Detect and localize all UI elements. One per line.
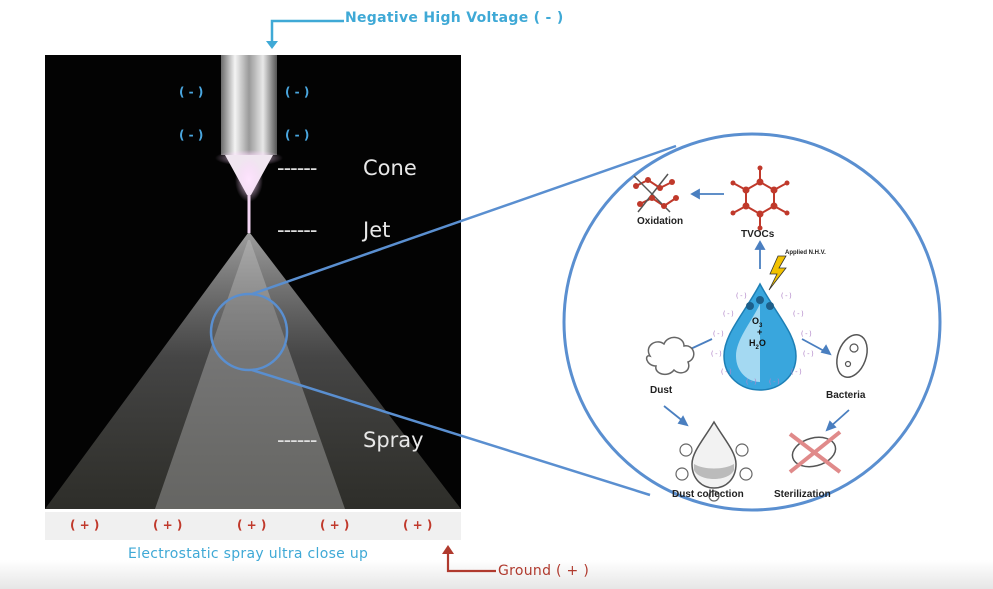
jet-dash: ------ — [277, 218, 317, 242]
ion-label: (-) — [768, 378, 781, 386]
ion-label: (-) — [735, 292, 748, 300]
ion-label: (-) — [712, 330, 725, 338]
ion-label: (-) — [792, 310, 805, 318]
sterilization-label: Sterilization — [774, 489, 831, 500]
ion-label: (-) — [710, 350, 723, 358]
lightning-icon — [768, 255, 787, 291]
applied-nhv-label: Applied N.H.V. — [785, 250, 826, 256]
h2o-label: H2O — [749, 338, 766, 351]
cone-dash: ------ — [277, 156, 317, 180]
ion-label: (-) — [720, 368, 733, 376]
sterilization-icon — [788, 430, 842, 474]
spray-label: Spray — [363, 428, 424, 452]
ground-charge: ( + ) — [237, 518, 267, 532]
plus-label: + — [757, 327, 763, 337]
bottom-fade — [0, 560, 993, 589]
o3-label: O3 — [752, 316, 763, 329]
oxidation-label: Oxidation — [637, 216, 684, 227]
ion-label: (-) — [802, 350, 815, 358]
charge-label: ( - ) — [285, 128, 310, 142]
voltage-arrow-icon — [266, 19, 344, 49]
dust-icon — [645, 336, 695, 376]
dust-label: Dust — [650, 385, 673, 396]
charge-label: ( - ) — [179, 85, 204, 99]
ion-label: (-) — [790, 368, 803, 376]
spray-photo: ( - ) ( - ) ( - ) ( - ) ------ Cone ----… — [45, 55, 461, 509]
oxidation-icon — [633, 173, 679, 213]
ground-label: Ground ( + ) — [498, 563, 590, 579]
ground-charge: ( + ) — [403, 518, 433, 532]
ion-label: (-) — [800, 330, 813, 338]
ground-charge: ( + ) — [320, 518, 350, 532]
ground-arrow-icon — [442, 545, 496, 573]
jet — [247, 195, 251, 233]
ground-charge: ( + ) — [153, 518, 183, 532]
ion-label: (-) — [745, 378, 758, 386]
ion-label: (-) — [722, 310, 735, 318]
bacteria-icon — [836, 334, 868, 378]
caption: Electrostatic spray ultra close up — [128, 546, 369, 562]
tvocs-molecule-icon — [734, 170, 786, 226]
ground-charge: ( + ) — [70, 518, 100, 532]
detail-diagram — [633, 165, 868, 502]
jet-label: Jet — [363, 218, 391, 242]
zoom-source-circle — [209, 292, 289, 372]
tvocs-label: TVOCs — [741, 229, 775, 240]
bacteria-label: Bacteria — [826, 390, 866, 401]
spray-dash: ------ — [277, 428, 317, 452]
dust-collection-icon — [675, 420, 753, 502]
ground-strip — [45, 512, 461, 540]
needle — [221, 55, 277, 155]
cone-label: Cone — [363, 156, 417, 180]
dust-collection-label: Dust collection — [672, 489, 744, 500]
negative-high-voltage-label: Negative High Voltage ( - ) — [345, 10, 564, 26]
charge-label: ( - ) — [285, 85, 310, 99]
charge-label: ( - ) — [179, 128, 204, 142]
flow-arrows — [663, 188, 850, 432]
ion-label: (-) — [780, 292, 793, 300]
